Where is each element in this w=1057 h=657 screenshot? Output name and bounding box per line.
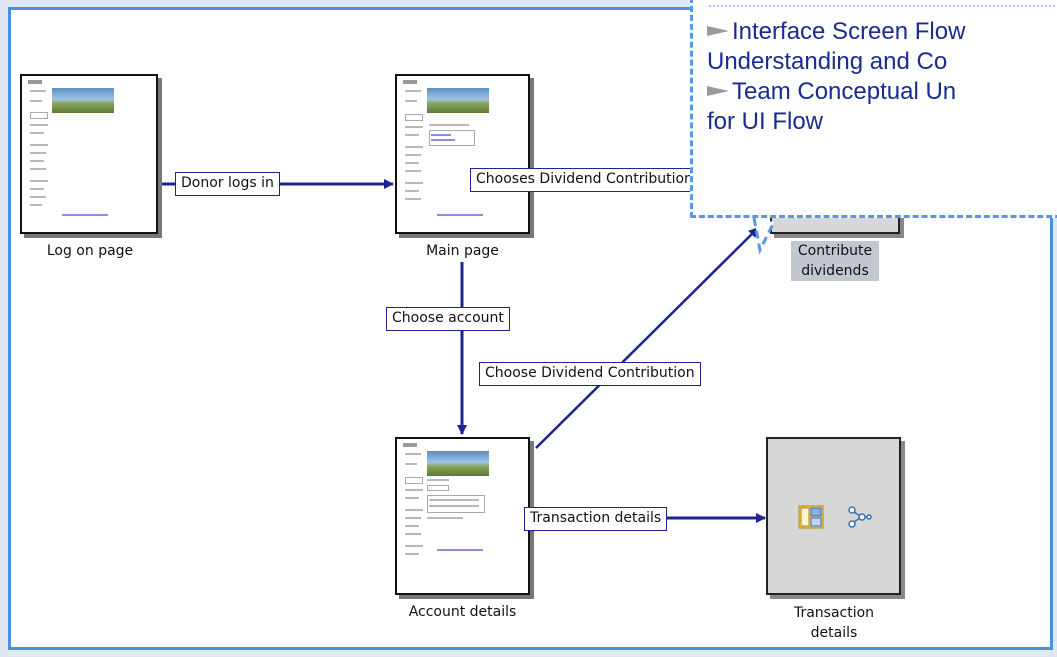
node-transaction-details[interactable] <box>766 437 901 595</box>
callout-line-1: Interface Screen Flow <box>707 17 1057 47</box>
callout-line-2: Understanding and Co <box>707 48 948 75</box>
node-label-transaction-details: Transaction details <box>793 605 875 641</box>
edge-label-transaction-details[interactable]: Transaction details <box>524 507 668 531</box>
node-log-on-page[interactable] <box>20 74 158 234</box>
callout-line-3: Team Conceptual Un <box>707 77 1057 107</box>
callout-text: Interface Screen Flow Understanding and … <box>707 17 1057 137</box>
edge-label-donor-logs-in[interactable]: Donor logs in <box>175 172 280 196</box>
edge-choose-dividend[interactable] <box>535 227 759 449</box>
page-layout-icon <box>798 505 824 529</box>
node-label-main-page: Main page <box>426 243 499 259</box>
node-label-log-on-page: Log on page <box>46 243 134 259</box>
bullet-arrow-icon <box>707 25 729 36</box>
callout-pointer <box>752 217 776 255</box>
node-account-details[interactable] <box>395 437 530 595</box>
flow-diagram-icon <box>848 506 872 528</box>
callout-line-4: for UI Flow <box>707 108 824 135</box>
edge-label-chooses-dividend[interactable]: Chooses Dividend Contribution <box>470 168 693 192</box>
edge-label-clip: Chooses Dividend Contribution <box>470 168 693 200</box>
node-label-account-details: Account details <box>408 604 517 620</box>
node-label-contribute-dividends: Contribute dividends <box>791 241 879 281</box>
bullet-arrow-icon <box>707 85 729 96</box>
callout-dotted-rule <box>709 5 1057 7</box>
edge-label-choose-dividend[interactable]: Choose Dividend Contribution <box>479 362 701 386</box>
edge-label-choose-account[interactable]: Choose account <box>386 307 510 331</box>
node-main-page[interactable] <box>395 74 530 234</box>
callout-box: Interface Screen Flow Understanding and … <box>690 0 1057 218</box>
